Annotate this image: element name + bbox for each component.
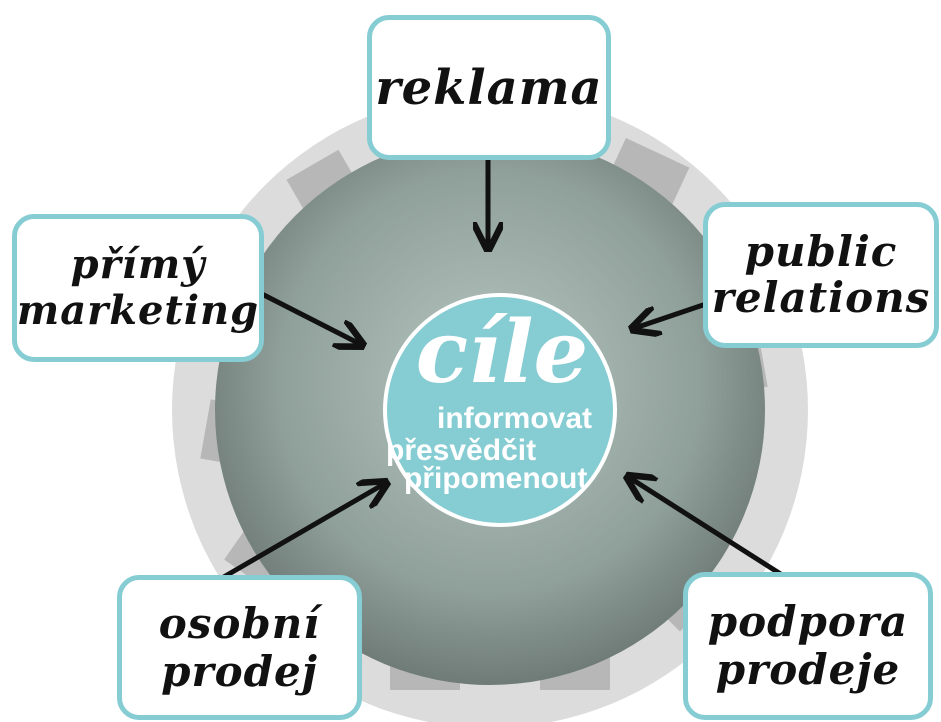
goal-pripomenout: připomenout [404,462,588,495]
box-osobni-prodej: osobní prodej [117,575,362,720]
box-podpora-prodeje-line2: prodeje [715,645,901,694]
box-osobni-prodej-line2: prodej [161,646,318,696]
box-public-relations-line2: relations [711,273,931,322]
box-primy-marketing-line1: přímý [70,241,206,288]
box-podpora-prodeje-line1: podpora [707,597,909,646]
box-public-relations: public relations [703,202,939,348]
arrow-osobni-prodej [219,484,384,581]
arrow-public-relations [635,302,706,328]
centre-circle [383,293,617,527]
box-podpora-prodeje: podpora prodeje [683,572,933,720]
arrow-primy-marketing [255,289,360,344]
box-reklama: reklama [367,15,611,160]
box-reklama-label: reklama [375,59,603,116]
centre-title: cíle [415,302,589,403]
arrow-podpora-prodeje [630,478,793,583]
goal-presvedcit: přesvědčit [386,434,537,467]
box-public-relations-line1: public [744,227,898,276]
box-primy-marketing: přímý marketing [12,214,264,362]
goal-informovat: informovat [437,402,593,435]
box-osobni-prodej-line1: osobní [158,598,321,648]
box-primy-marketing-line2: marketing [16,287,260,334]
